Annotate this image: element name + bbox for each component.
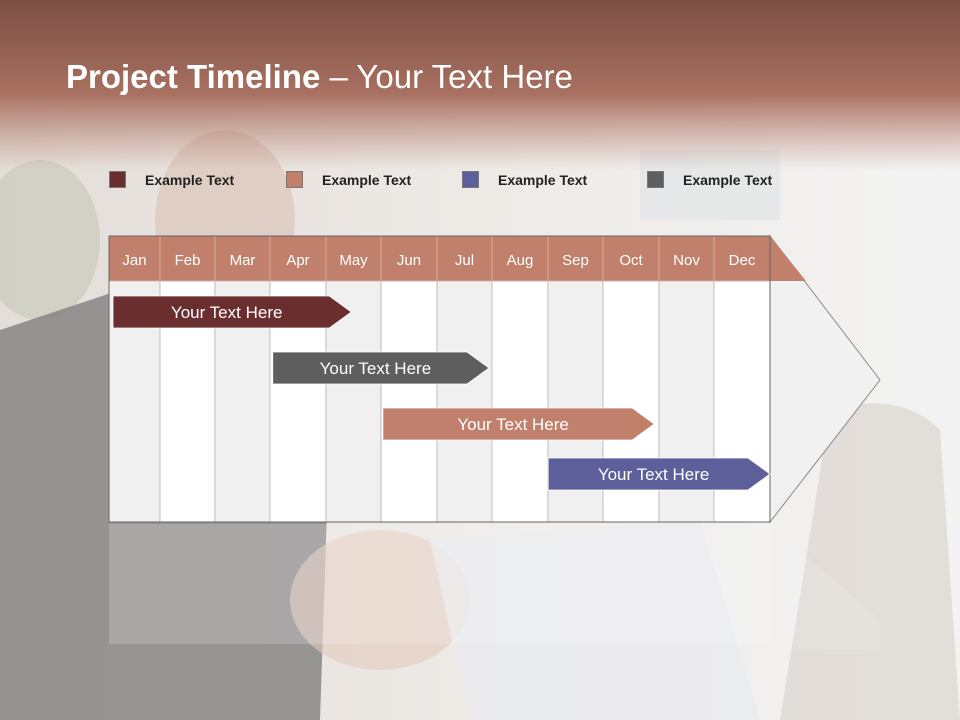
month-header-cell: [380, 235, 438, 282]
header-arrow-tip: [770, 236, 806, 281]
legend-label: Example Text: [145, 172, 235, 188]
month-label: Mar: [230, 252, 256, 269]
month-label: Dec: [729, 252, 756, 269]
title-bold: Project Timeline: [66, 58, 321, 95]
legend-label: Example Text: [498, 172, 588, 188]
task-bar: [272, 351, 490, 385]
month-label: Feb: [175, 252, 201, 269]
legend-swatch: [462, 171, 479, 188]
task-bar: [547, 457, 771, 491]
timeline-column: [491, 280, 549, 523]
month-header-cell: [547, 235, 604, 282]
month-label: Sep: [562, 252, 589, 269]
task-bar: [112, 295, 353, 329]
month-label: May: [339, 252, 368, 269]
task-bar-label: Your Text Here: [171, 303, 283, 322]
timeline-reflection-arrow: [770, 524, 880, 650]
legend-swatch: [647, 171, 664, 188]
month-header-cell: [108, 235, 161, 282]
task-bar-label: Your Text Here: [457, 415, 569, 434]
month-header-cell: [325, 235, 382, 282]
title-rest: – Your Text Here: [320, 58, 573, 95]
timeline-reflection: [109, 524, 770, 644]
month-label: Jul: [455, 252, 474, 269]
timeline-column: [380, 280, 438, 523]
timeline-column: [436, 280, 493, 523]
slide-title: Project Timeline – Your Text Here: [66, 58, 573, 96]
month-header-cell: [491, 235, 549, 282]
legend-label: Example Text: [322, 172, 412, 188]
month-label: Jan: [122, 252, 146, 269]
month-header-cell: [159, 235, 216, 282]
month-label: Aug: [507, 252, 534, 269]
legend-swatch: [109, 171, 126, 188]
month-label: Jun: [397, 252, 421, 269]
month-label: Nov: [673, 252, 700, 269]
month-header-cell: [436, 235, 493, 282]
legend-label: Example Text: [683, 172, 773, 188]
timeline-frame: [108, 235, 771, 523]
task-bar-label: Your Text Here: [320, 359, 432, 378]
task-bar: [382, 407, 656, 441]
legend-swatch: [286, 171, 303, 188]
task-bar-label: Your Text Here: [598, 465, 710, 484]
month-header-cell: [214, 235, 271, 282]
month-label: Oct: [619, 252, 643, 269]
month-label: Apr: [286, 252, 309, 269]
